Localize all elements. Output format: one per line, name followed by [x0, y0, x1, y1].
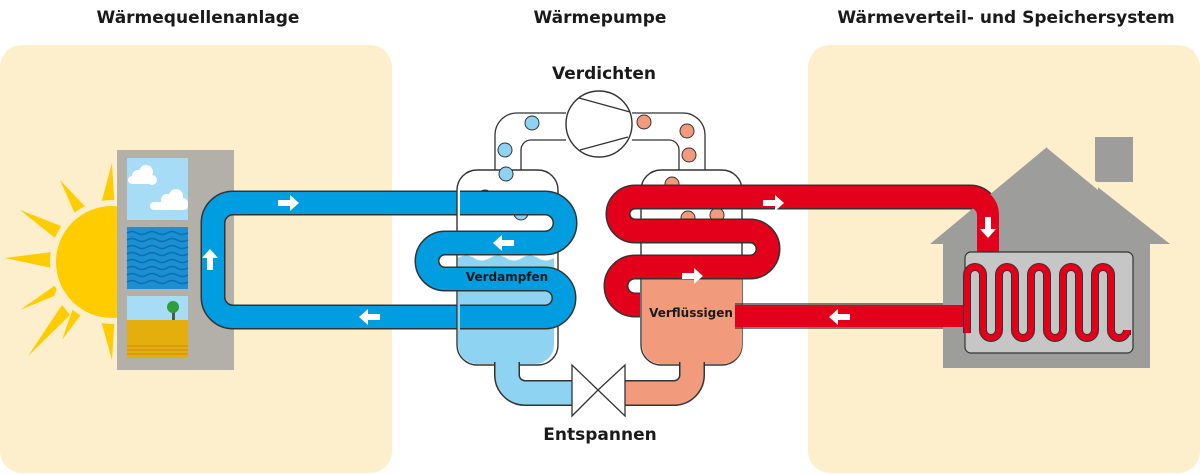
arrow-right-icon — [763, 195, 784, 211]
radiator-icon — [963, 251, 1134, 354]
arrow-up-icon — [202, 249, 218, 270]
liquid-line — [494, 362, 705, 406]
air-source-icon — [127, 158, 188, 220]
arrow-down-icon — [980, 217, 996, 238]
evaporator-coil — [414, 190, 578, 330]
arrow-left-icon — [493, 235, 514, 251]
water-source-icon — [126, 227, 189, 289]
ground-source-icon — [127, 296, 188, 358]
stage-evaporate-label: Verdampfen — [465, 270, 549, 284]
refrigerant-tube — [494, 112, 706, 170]
stage-compress-label: Verdichten — [551, 64, 657, 84]
source-section-title: Wärmequellenanlage — [96, 8, 300, 28]
stage-expand-label: Entspannen — [543, 425, 657, 445]
expansion-valve-icon — [571, 363, 626, 418]
arrow-left-icon — [829, 309, 850, 325]
arrow-left-icon — [359, 309, 380, 325]
distribution-section-title: Wärmeverteil- und Speichersystem — [837, 8, 1175, 28]
heat-source-wall — [117, 150, 234, 370]
stage-condense-label: Verflüssigen — [649, 306, 733, 320]
arrow-right-icon — [278, 195, 299, 211]
arrow-right-icon — [682, 268, 703, 284]
pump-section-title: Wärmepumpe — [533, 8, 667, 28]
house-pipe — [940, 186, 999, 327]
distribution-loop-pipe — [603, 184, 1001, 329]
compressor-icon — [565, 90, 633, 158]
